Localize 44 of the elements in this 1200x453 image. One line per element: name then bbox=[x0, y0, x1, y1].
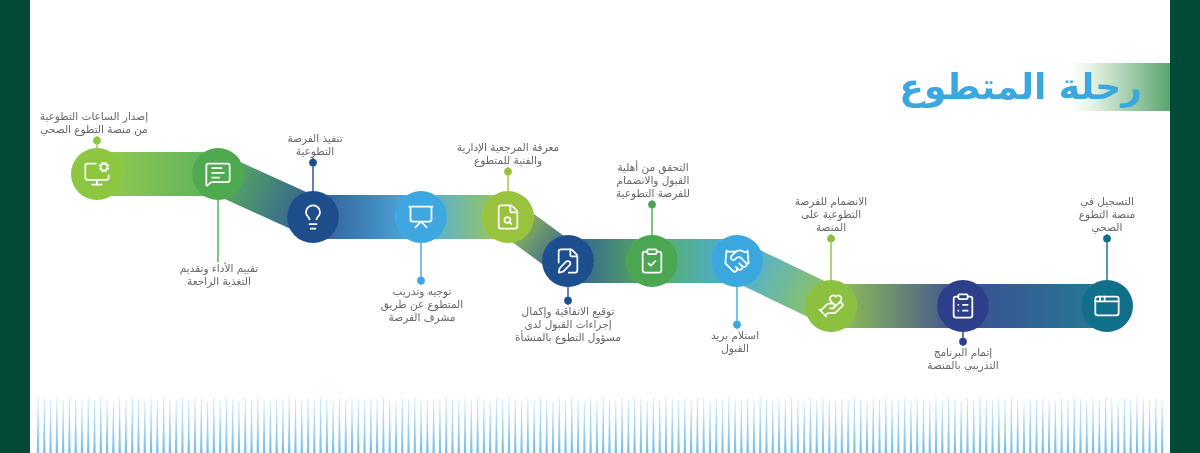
step-circle bbox=[71, 148, 123, 200]
leader-line bbox=[93, 135, 101, 149]
step-label: إصدار الساعات التطوعية من منصة التطوع الصحي bbox=[32, 110, 156, 136]
step-circle bbox=[395, 191, 447, 243]
step-label: تقييم الأداء وتقديم التغذية الراجعة bbox=[179, 262, 259, 288]
step-label: استلام بريد القبول bbox=[697, 329, 773, 355]
step-label: التسجيل في منصة التطوع الصحي bbox=[1067, 195, 1147, 234]
leader-line bbox=[417, 242, 425, 286]
leader-line bbox=[1103, 233, 1111, 281]
leader-line bbox=[959, 331, 967, 347]
ribbon-connector bbox=[110, 152, 205, 196]
diagram-title: رحلة المتطوع bbox=[899, 63, 1170, 111]
leader-line bbox=[733, 286, 741, 330]
leader-line bbox=[309, 157, 317, 192]
ribbon-connector bbox=[224, 162, 307, 229]
step-circle bbox=[805, 280, 857, 332]
step-circle bbox=[711, 235, 763, 287]
leader-line bbox=[564, 286, 572, 306]
step-label: توقيع الاتفاقية وإكمال إجراءات القبول لدى مسؤول التطوع بالمنشأة bbox=[512, 305, 624, 344]
step-circle bbox=[542, 235, 594, 287]
leader-line bbox=[504, 166, 512, 192]
ribbon-connector bbox=[665, 239, 724, 283]
step-label: التحقق من أهلية القبول والانضمام للفرصة التطوعية bbox=[605, 161, 701, 200]
ribbon-connector bbox=[742, 250, 826, 317]
leader-line bbox=[648, 199, 656, 236]
step-circle bbox=[626, 235, 678, 287]
leader-line bbox=[217, 199, 219, 263]
step-circle bbox=[287, 191, 339, 243]
ribbon-connector bbox=[512, 213, 564, 265]
step-label: تنفيذ الفرصة التطوعية bbox=[275, 132, 355, 158]
ribbon-connector bbox=[434, 195, 495, 239]
ribbon-connector bbox=[976, 284, 1094, 328]
step-circle bbox=[482, 191, 534, 243]
step-label: الانضمام للفرصة التطوعية على المنصة bbox=[785, 195, 877, 234]
step-circle bbox=[192, 148, 244, 200]
step-label: توجيه وتدريب المتطوع عن طريق مشرف الفرصة bbox=[376, 285, 468, 324]
step-label: معرفة المرجعية الإدارية والفنية للمتطوع bbox=[446, 141, 570, 167]
leader-line bbox=[827, 233, 835, 281]
step-circle bbox=[1081, 280, 1133, 332]
ribbon-connector bbox=[326, 195, 408, 239]
ribbon-connector bbox=[581, 239, 639, 283]
step-circle bbox=[937, 280, 989, 332]
ribbon-connector bbox=[844, 284, 950, 328]
step-label: إتمام البرنامج التدريبي بالمنصة bbox=[918, 346, 1008, 372]
